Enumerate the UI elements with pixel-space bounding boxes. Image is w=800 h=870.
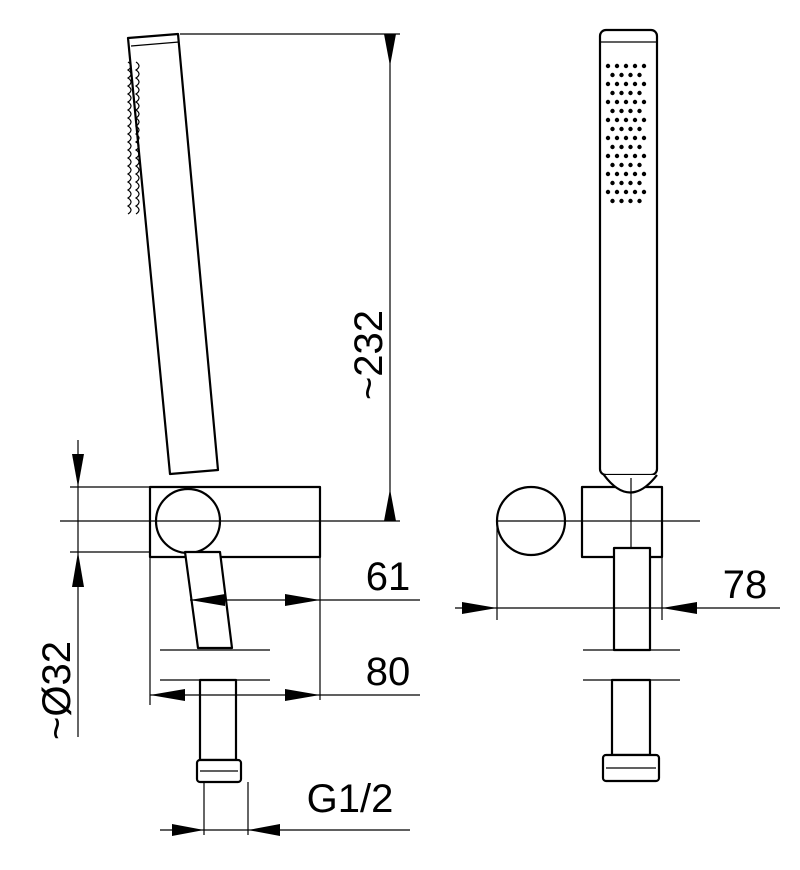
nozzle-dot [632,99,638,105]
nozzle-dot [610,126,615,132]
nozzle-dot [619,180,624,186]
nozzle-dot [619,72,624,78]
nozzle-dot [641,189,647,195]
hose-stub-front [612,546,652,652]
nozzle-dot [632,135,638,141]
nozzle-dot [632,63,638,69]
spray-nozzles-side [126,61,140,215]
nozzle-dot [610,90,615,96]
nozzle-dot [605,153,611,159]
nozzle-dot [628,108,633,114]
nozzle-dot [637,144,642,150]
hand-shower-body-side [126,32,220,476]
nozzle-dot [610,162,615,168]
nozzle-dot [628,144,633,150]
nozzle-dot [619,144,624,150]
nozzle-dot [641,153,647,159]
nozzle-dot [605,189,611,195]
nozzle-dot [623,189,629,195]
nozzle-dot [610,144,615,150]
nozzle-dot [637,72,642,78]
nozzle-dot [637,180,642,186]
nozzle-dot [619,198,624,204]
nozzle-dot [610,180,615,186]
dim-width-bracket: 78 [723,563,768,607]
nozzle-dot [605,99,611,105]
nozzle-dot [637,108,642,114]
nozzle-dot [605,117,611,123]
nozzle-dot [619,90,624,96]
nozzle-dot [641,81,647,87]
dim-height-total: ~232 [347,310,391,400]
hose-side [198,678,238,762]
nozzle-dot [637,198,642,204]
nozzle-dot [628,198,633,204]
nozzle-dot [632,189,638,195]
nozzle-dot [623,153,629,159]
nozzle-dot [628,126,633,132]
dim-thread: G1/2 [307,777,394,821]
nozzle-dot [605,171,611,177]
nozzle-dot [605,135,611,141]
nozzle-dot [641,99,647,105]
nozzle-dot [623,63,629,69]
nozzle-dot [619,162,624,168]
dim-diameter: ~Ø32 [35,641,79,740]
nozzle-dot [623,99,629,105]
nozzle-dot [637,90,642,96]
nozzle-dot [623,171,629,177]
nozzle-dot [628,90,633,96]
nozzle-dot [614,171,620,177]
nozzle-dot [614,117,620,123]
nozzle-dot [619,108,624,114]
nozzle-dot [623,135,629,141]
wall-bracket-front [580,485,664,559]
nozzle-dot [623,117,629,123]
nozzle-dot [637,162,642,168]
nozzle-dot [605,81,611,87]
dim-depth-outlet: 61 [366,555,411,599]
nozzle-dot [628,180,633,186]
nozzle-dot [641,117,647,123]
hose-front [610,678,652,757]
nozzle-dot [632,153,638,159]
nozzle-dot [610,72,615,78]
nozzle-dot [614,135,620,141]
nozzle-dot [610,198,615,204]
nozzle-dot [641,63,647,69]
nozzle-dot [632,171,638,177]
spray-nozzles-front [605,63,647,204]
nozzle-dot [614,153,620,159]
nozzle-dot [623,81,629,87]
nozzle-dot [605,63,611,69]
nozzle-dot [619,126,624,132]
nozzle-dot [632,117,638,123]
nozzle-dot [632,81,638,87]
front-view: 78 [455,28,780,783]
nozzle-dot [610,108,615,114]
nozzle-dot [637,126,642,132]
nozzle-dot [614,189,620,195]
dim-depth-total: 80 [366,650,411,694]
nozzle-dot [641,171,647,177]
nozzle-dot [641,135,647,141]
nozzle-dot [614,63,620,69]
nozzle-dot [614,81,620,87]
nozzle-dot [628,162,633,168]
nozzle-dot [628,72,633,78]
side-view: ~Ø32 ~232 61 80 G1/2 [35,32,420,836]
nozzle-dot [614,99,620,105]
hand-shower-body-front [598,28,659,477]
